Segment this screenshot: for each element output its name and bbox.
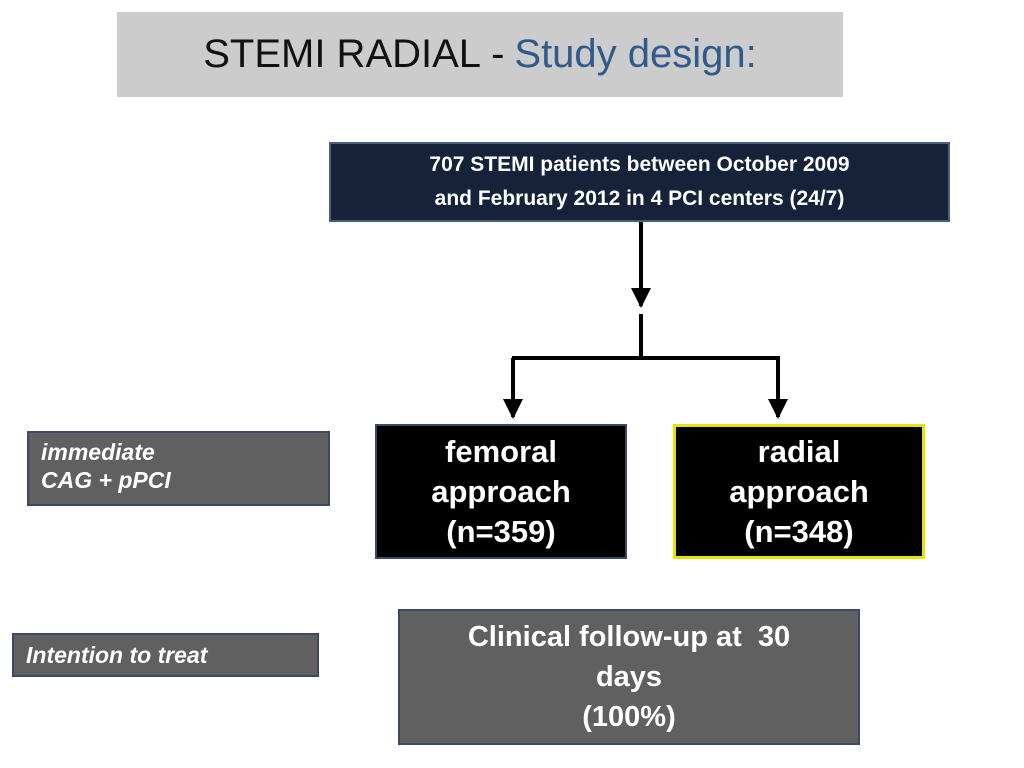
radial-arm-box: radial approach (n=348) [673, 424, 925, 559]
title-accent: Study design: [514, 32, 757, 76]
followup-line-1: Clinical follow-up at 30 [467, 621, 791, 653]
analysis-label-box: Intention to treat [12, 633, 319, 677]
procedure-label-line-2: CAG + pPCI [41, 467, 171, 493]
followup-box: Clinical follow-up at 30 days (100%) [398, 609, 860, 745]
radial-line-1: radial [757, 433, 841, 469]
analysis-label: Intention to treat [26, 642, 208, 668]
population-box: 707 STEMI patients between October 2009 … [329, 142, 950, 222]
radial-line-3: (n=348) [744, 513, 854, 549]
followup-line-2: days [595, 661, 663, 693]
femoral-line-1: femoral [445, 433, 557, 469]
femoral-line-3: (n=359) [446, 513, 556, 549]
population-line-2: and February 2012 in 4 PCI centers (24/7… [434, 187, 845, 210]
radial-line-2: approach [729, 473, 869, 509]
followup-line-3: (100%) [582, 701, 676, 733]
title-main: STEMI RADIAL [203, 32, 482, 76]
procedure-label-line-1: immediate [41, 439, 155, 465]
population-line-1: 707 STEMI patients between October 2009 [429, 153, 850, 176]
procedure-label-box: immediate CAG + pPCI [27, 431, 330, 506]
slide-title: STEMI RADIAL - Study design: [117, 12, 843, 97]
title-separator: - [491, 32, 505, 76]
femoral-arm-box: femoral approach (n=359) [375, 424, 627, 559]
femoral-line-2: approach [431, 473, 571, 509]
